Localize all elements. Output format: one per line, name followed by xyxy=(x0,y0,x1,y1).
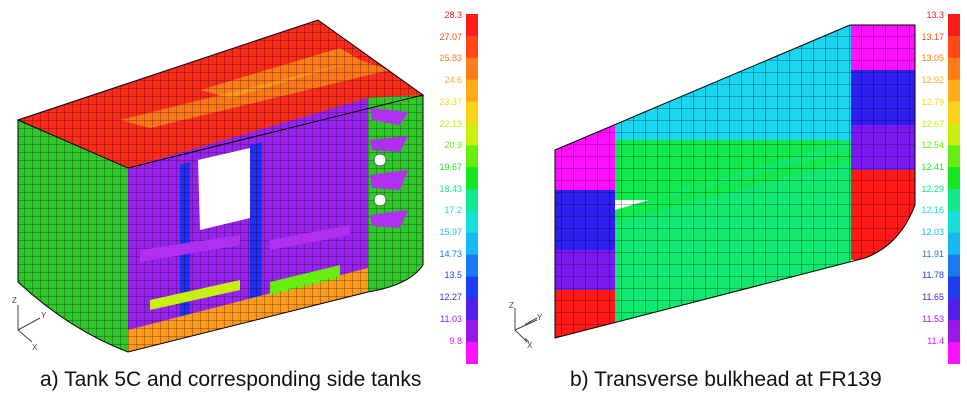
legend-swatch xyxy=(466,189,478,212)
legend-swatch xyxy=(948,342,960,364)
legend-tick-label: 11.53 xyxy=(922,313,944,324)
legend-swatch xyxy=(948,123,960,146)
svg-text:Y: Y xyxy=(41,311,47,320)
legend-swatch xyxy=(466,320,478,343)
legend-tick-label: 22.13 xyxy=(439,118,462,129)
legend-swatch xyxy=(948,276,960,299)
legend-swatch xyxy=(948,79,960,102)
legend-swatch xyxy=(948,189,960,212)
legend-tick-label: 11.03 xyxy=(440,313,462,324)
left-caption: a) Tank 5C and corresponding side tanks xyxy=(40,368,422,391)
legend-tick-label: 12.79 xyxy=(921,96,944,107)
legend-swatch xyxy=(466,167,478,190)
legend-swatch xyxy=(948,101,960,124)
svg-text:X: X xyxy=(32,343,38,352)
legend-swatch xyxy=(948,254,960,277)
legend-swatch xyxy=(948,167,960,190)
legend-swatch xyxy=(466,210,478,234)
legend-tick-label: 18.43 xyxy=(439,183,462,194)
legend-swatch xyxy=(948,35,960,59)
legend-tick-label: 11.78 xyxy=(922,270,944,281)
legend-swatch xyxy=(466,101,478,124)
legend-swatch xyxy=(466,14,478,37)
legend-tick-label: 27.07 xyxy=(439,31,462,42)
legend-swatch xyxy=(466,276,478,299)
legend-swatch xyxy=(466,254,478,277)
legend-swatch xyxy=(466,79,478,102)
legend-swatch xyxy=(466,232,478,256)
legend-swatch xyxy=(948,14,960,37)
legend-swatch xyxy=(466,342,478,364)
legend-tick-label: 11.65 xyxy=(922,292,944,303)
legend-tick-label: 28.3 xyxy=(444,10,462,20)
legend-tick-label: 25.83 xyxy=(439,53,462,64)
legend-tick-label: 17.2 xyxy=(444,205,462,216)
svg-text:X: X xyxy=(527,341,533,350)
legend-tick-label: 12.41 xyxy=(921,161,944,172)
svg-text:Z: Z xyxy=(509,301,514,310)
legend-swatch xyxy=(466,123,478,146)
legend-swatch xyxy=(948,298,960,321)
legend-swatch xyxy=(948,210,960,234)
legend-tick-label: 13.17 xyxy=(921,31,944,42)
svg-text:Y: Y xyxy=(537,313,543,322)
bulkhead-plate xyxy=(555,25,915,338)
inner-bottom xyxy=(128,225,368,352)
axis-triad: Z Y X xyxy=(12,296,47,352)
legend-tick-label: 15.97 xyxy=(439,227,462,237)
right-legend-bar xyxy=(948,14,960,364)
legend-tick-label: 12.03 xyxy=(921,227,944,237)
legend-swatch xyxy=(466,35,478,59)
legend-swatch xyxy=(948,232,960,256)
right-caption: b) Transverse bulkhead at FR139 xyxy=(570,368,882,391)
legend-swatch xyxy=(466,57,478,81)
legend-tick-label: 11.4 xyxy=(927,335,944,346)
left-fem-view: Z Y X xyxy=(12,19,425,353)
legend-tick-label: 13.5 xyxy=(444,270,462,281)
legend-tick-label: 20.9 xyxy=(444,140,462,151)
legend-tick-label: 19.67 xyxy=(439,161,462,172)
legend-swatch xyxy=(948,57,960,81)
legend-tick-label: 9.8 xyxy=(449,335,462,346)
right-fem-view xyxy=(525,24,916,343)
legend-tick-label: 12.16 xyxy=(921,205,944,216)
legend-tick-label: 12.27 xyxy=(439,292,462,303)
legend-tick-label: 23.37 xyxy=(439,96,462,107)
legend-tick-label: 12.92 xyxy=(921,75,944,86)
legend-swatch xyxy=(948,320,960,343)
inner-side-shell xyxy=(368,95,423,292)
axis-triad-right xyxy=(525,317,538,343)
legend-swatch xyxy=(948,145,960,168)
legend-swatch xyxy=(466,145,478,168)
legend-swatch xyxy=(466,298,478,321)
right-axis-triad: Z Y X xyxy=(509,301,543,350)
legend-tick-label: 12.29 xyxy=(921,183,944,194)
legend-tick-label: 12.67 xyxy=(921,118,944,129)
left-legend-bar xyxy=(466,14,478,364)
legend-tick-label: 11.91 xyxy=(922,248,944,259)
legend-tick-label: 24.6 xyxy=(444,75,462,86)
legend-tick-label: 12.54 xyxy=(921,140,944,151)
deck-surface xyxy=(18,20,423,168)
legend-tick-label: 14.73 xyxy=(439,248,462,259)
side-shell xyxy=(18,120,128,352)
svg-text:Z: Z xyxy=(12,296,17,305)
legend-tick-label: 13.3 xyxy=(926,10,944,20)
legend-tick-label: 13.05 xyxy=(921,53,944,64)
